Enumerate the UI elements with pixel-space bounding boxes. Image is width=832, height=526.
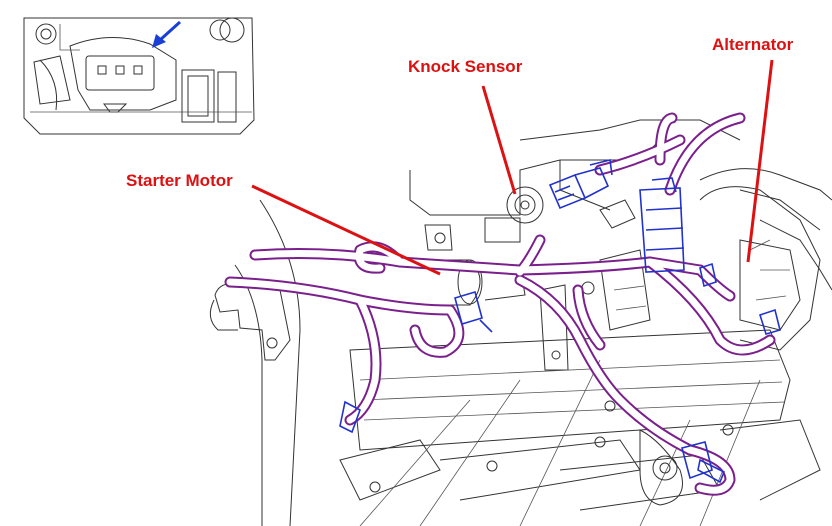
knock-sensor-label: Knock Sensor — [408, 57, 523, 76]
alternator-leader — [746, 59, 774, 263]
knock-sensor-leader — [481, 85, 517, 195]
connectors — [339, 159, 781, 484]
inset-arrow-icon — [158, 20, 182, 42]
lower-connector — [681, 441, 726, 484]
knock-sensor-connector — [548, 159, 613, 210]
starter-motor-label: Starter Motor — [126, 171, 233, 190]
starter-motor-leader — [251, 184, 441, 276]
ground-clip — [339, 400, 361, 434]
inset-connector-detail — [23, 17, 255, 135]
engine-line-art — [209, 119, 832, 526]
starter-connector — [454, 290, 493, 333]
alternator-connector — [759, 308, 781, 335]
leader-lines — [251, 59, 774, 276]
main-harness-connector — [639, 177, 685, 273]
wiring-harness — [224, 112, 776, 496]
alternator-label: Alternator — [712, 35, 794, 54]
